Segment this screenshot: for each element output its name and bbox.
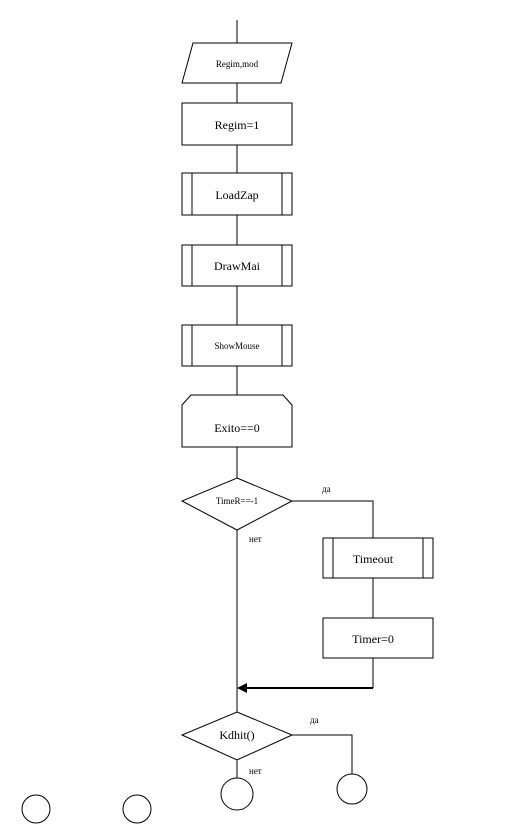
connector-kbhit-yes-branch [292,734,353,774]
drawmai-box [181,244,293,287]
input-label: Regim,mod [216,59,259,69]
connector-circle-2 [122,794,152,824]
connector-timer-yes-branch [292,500,374,538]
decision-kbhit-diamond [180,711,294,761]
loop-start-label: Exito==0 [214,421,260,435]
loadzap-box [181,172,293,216]
decision-kbhit-label: Kdhit() [219,728,254,742]
decision-kbhit-no-label: нет [249,766,262,776]
decision-timer-label: TimeR==-1 [216,496,258,506]
decision-kbhit-yes-label: да [310,715,319,725]
input-parallelogram [181,42,293,84]
decision-timer-yes-label: да [322,484,331,494]
showmouse-label: ShowMouse [214,341,259,351]
connector-circle-4 [336,773,368,805]
drawmai-label: DrawMai [214,259,261,273]
timeout-label: Timeout [353,552,394,566]
decision-timer-diamond [180,477,294,531]
connector-circle-1 [21,794,51,824]
loadzap-label: LoadZap [215,188,258,202]
decision-timer-no-label: нет [249,534,262,544]
regim-assign-label: Regim=1 [215,118,260,132]
timer-reset-label: Timer=0 [352,632,394,646]
connector-circle-3 [220,777,254,811]
loop-start-box [181,394,293,448]
return-arrow-head [237,683,247,693]
regim-assign-box [181,102,293,146]
timeout-box [322,537,434,579]
timer-reset-box [322,617,434,659]
showmouse-box [181,324,293,367]
